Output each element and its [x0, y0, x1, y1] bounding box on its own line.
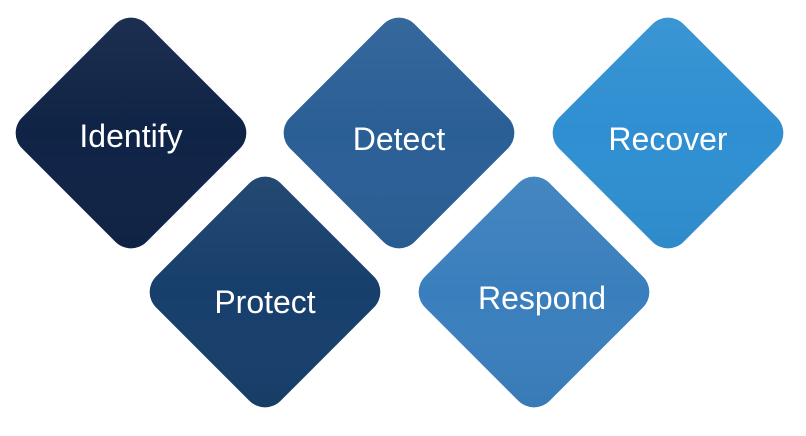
label-respond: Respond [478, 280, 606, 316]
diamond-recover-sheen [552, 17, 784, 249]
diamond-protect-sheen [149, 176, 381, 408]
diamond-identify: Identify [15, 17, 247, 249]
label-protect: Protect [214, 284, 315, 320]
diamond-respond: Respond [418, 176, 650, 408]
label-detect: Detect [353, 121, 446, 157]
label-identify: Identify [79, 118, 182, 154]
diamond-detect-sheen [283, 17, 515, 249]
diamond-detect: Detect [283, 17, 515, 249]
diamond-respond-sheen [418, 176, 650, 408]
diamond-protect: Protect [149, 176, 381, 408]
diamond-recover: Recover [552, 17, 784, 249]
label-recover: Recover [608, 121, 728, 157]
diamond-identify-sheen [15, 17, 247, 249]
